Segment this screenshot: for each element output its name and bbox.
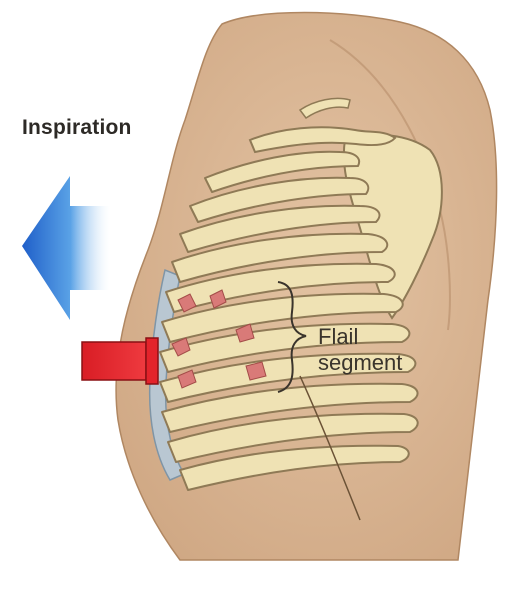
flail-label-line2: segment	[318, 350, 402, 376]
inspiration-label: Inspiration	[22, 116, 132, 140]
flail-label-line1: Flail	[318, 324, 402, 350]
flail-segment-label: Flail segment	[318, 324, 402, 376]
left-arrow-icon	[22, 176, 110, 320]
right-arrow-icon	[82, 338, 158, 384]
